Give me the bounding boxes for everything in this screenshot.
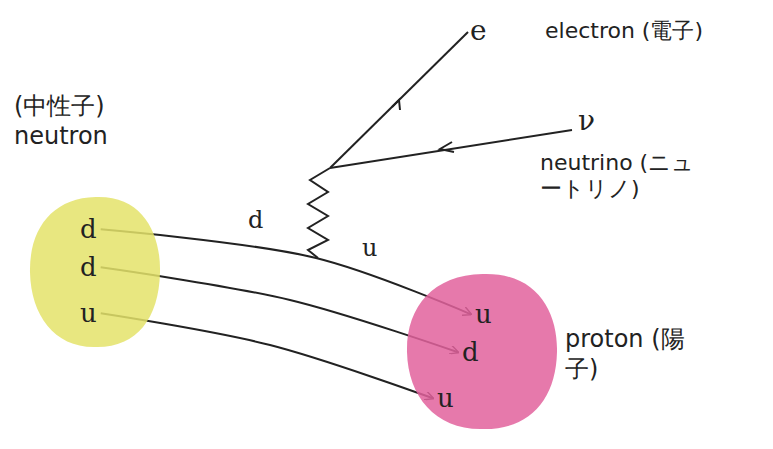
- quark-node: d: [460, 338, 481, 367]
- neutrino-line: [330, 130, 572, 168]
- particle-label: ν: [578, 104, 595, 138]
- particle-blob: proton (陽子)udu: [405, 272, 560, 432]
- electron-line: [330, 32, 468, 168]
- blob-fill: [30, 197, 160, 347]
- particle-name: (中性子) neutron: [14, 91, 154, 151]
- quark-node: u: [78, 299, 99, 328]
- particle-label: neutrino (ニュートリノ): [540, 150, 705, 203]
- quark-flow-arrow: [101, 313, 433, 398]
- electron-arrowhead: [392, 100, 400, 110]
- quark-letter: u: [437, 383, 454, 413]
- quark-letter: u: [80, 298, 97, 328]
- boson-wiggle: [308, 168, 330, 258]
- quark-letter: d: [80, 252, 97, 282]
- quark-label: d: [248, 206, 263, 235]
- quark-letter: d: [462, 337, 479, 367]
- quark-node: u: [435, 384, 456, 413]
- particle-label: electron (電子): [545, 18, 703, 44]
- quark-node: u: [473, 300, 494, 329]
- quark-node: d: [78, 253, 99, 282]
- blob-fill: [407, 274, 557, 429]
- quark-label: u: [362, 234, 377, 263]
- particle-blob: (中性子) neutronddu: [28, 195, 163, 350]
- particle-name: proton (陽子): [565, 324, 685, 384]
- particle-label: e: [470, 14, 487, 48]
- quark-letter: d: [80, 214, 97, 244]
- blob-outline: [405, 272, 560, 432]
- quark-letter: u: [475, 299, 492, 329]
- neutrino-arrowhead: [440, 142, 454, 152]
- quark-node: d: [78, 215, 99, 244]
